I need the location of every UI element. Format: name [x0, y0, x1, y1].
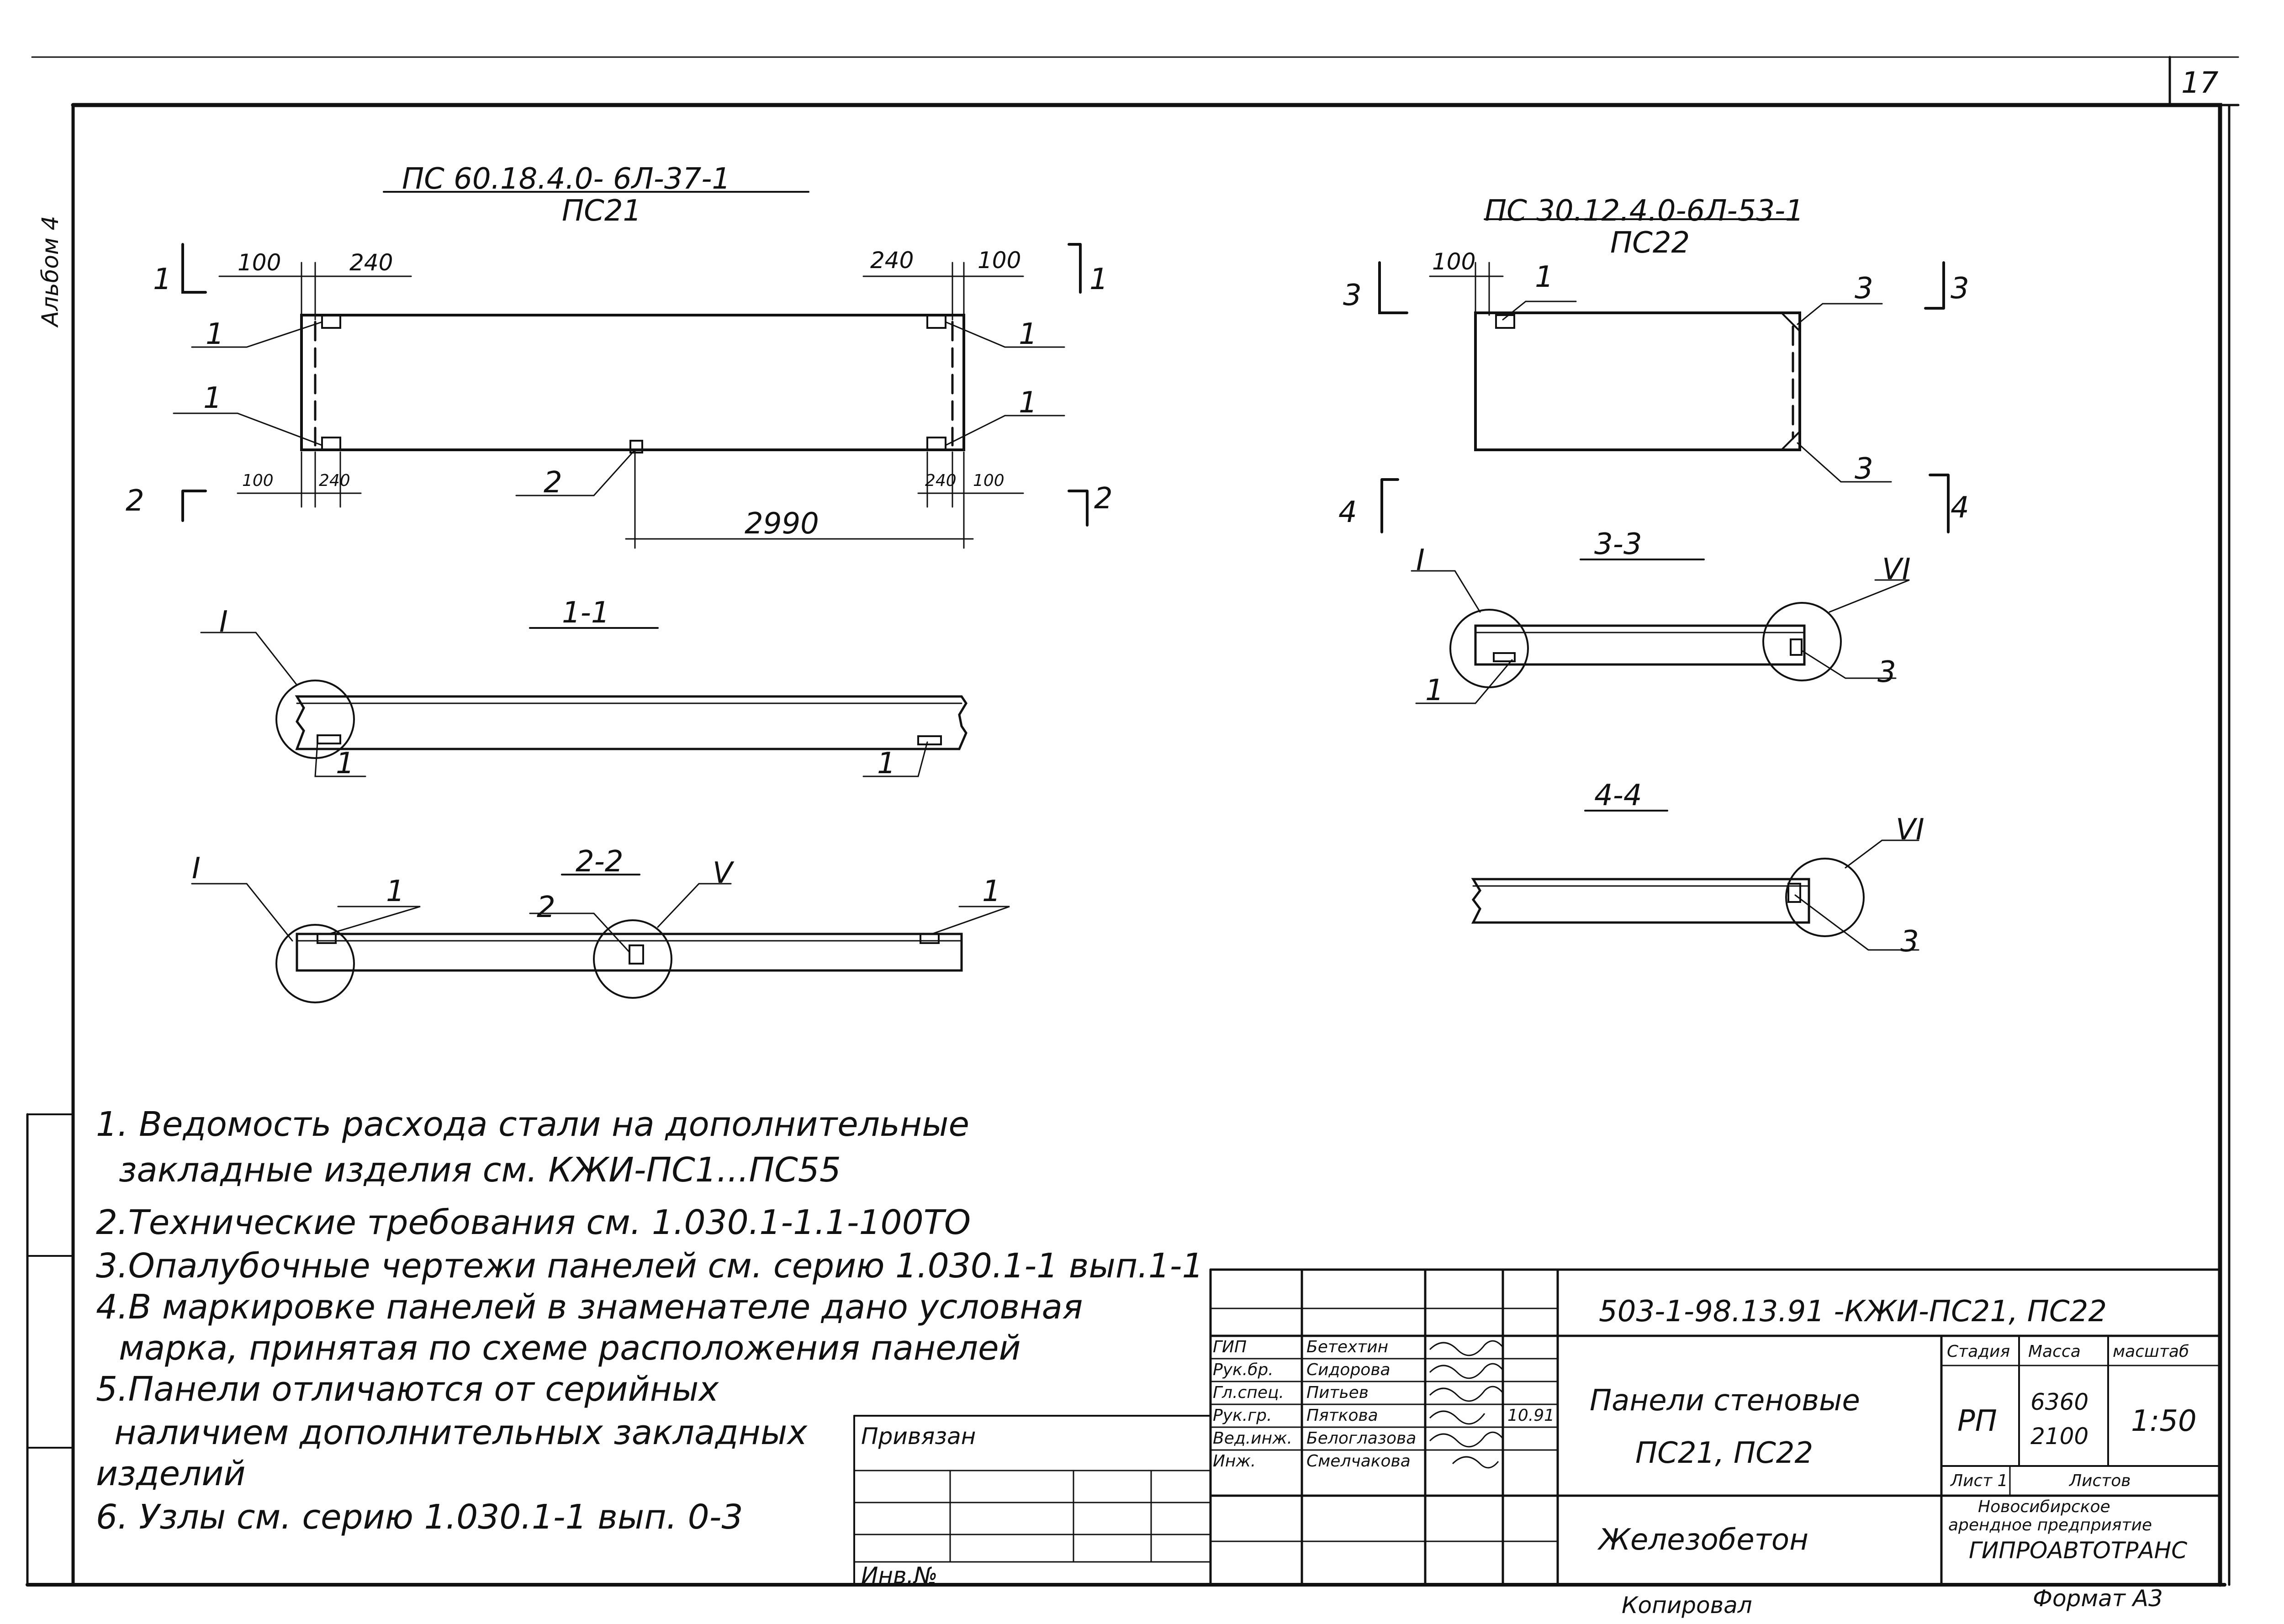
staff-date: 10.91	[1507, 1406, 1555, 1425]
ps21-dim-top-4: 100	[978, 247, 1021, 274]
ps21-dim-top-2: 240	[349, 249, 393, 276]
ps21-cut-2-right: 2	[1094, 482, 1113, 516]
drawing-title-line-2: ПС21, ПС22	[1635, 1436, 1813, 1470]
staff-role: Вед.инж.	[1213, 1429, 1292, 1448]
copied-by-label: Копировал	[1622, 1592, 1752, 1619]
section-4-4-callout-3: 3	[1900, 925, 1919, 959]
org-line-3: ГИПРОАВТОТРАНС	[1969, 1537, 2188, 1564]
section-4-4-node-6: VI	[1896, 813, 1924, 847]
staff-name: Пяткова	[1306, 1406, 1378, 1425]
ps21-dim-top-3: 240	[870, 247, 914, 274]
ps21-cut-1-right: 1	[1089, 263, 1108, 296]
org-line-1: Новосибирское	[1978, 1497, 2110, 1516]
staff-name: Белоглазова	[1306, 1429, 1417, 1448]
staff-name: Питьев	[1306, 1383, 1369, 1402]
section-2-2-title: 2-2	[576, 845, 624, 879]
mass-header: Масса	[2028, 1342, 2081, 1361]
ps22-cut-3-right: 3	[1951, 272, 1969, 306]
ps21-plan-outline	[300, 314, 965, 451]
note-line: марка, принятая по схеме расположения па…	[119, 1329, 1021, 1368]
ps21-callout-1c: 1	[1019, 317, 1037, 351]
section-2-2-callout-3: 1	[982, 875, 1001, 908]
section-2-2-callout-1: 1	[386, 875, 405, 908]
ps21-span-dim: 2990	[745, 507, 819, 541]
note-line: 6. Узлы см. серию 1.030.1-1 вып. 0-3	[96, 1497, 743, 1537]
stage-header: Стадия	[1947, 1342, 2010, 1361]
stage-value: РП	[1957, 1404, 1997, 1438]
note-line: 4.В маркировке панелей в знаменателе дан…	[96, 1287, 1083, 1327]
section-1-1-node: I	[219, 605, 228, 639]
mass-value-1: 6360	[2030, 1389, 2089, 1415]
ps22-callout-3a: 3	[1855, 272, 1873, 306]
section-3-3-callout-1: 1	[1425, 674, 1444, 707]
section-1-1-callout-a: 1	[336, 747, 354, 780]
ps21-short: ПС21	[562, 194, 642, 228]
note-line: 2.Технические требования см. 1.030.1-1.1…	[96, 1203, 971, 1242]
staff-role: Гл.спец.	[1213, 1383, 1284, 1402]
note-line: наличием дополнительных закладных	[114, 1413, 808, 1452]
mass-value-2: 2100	[2030, 1423, 2089, 1450]
ps22-cut-3-left: 3	[1343, 279, 1362, 312]
note-line: 5.Панели отличаются от серийных	[96, 1370, 719, 1409]
ps21-dim-top-1: 100	[238, 249, 281, 276]
ps21-cut-2-left: 2	[126, 484, 144, 518]
staff-role: Инж.	[1213, 1452, 1256, 1471]
ps21-callout-1d: 1	[1019, 386, 1037, 420]
ps22-plan-outline	[1474, 311, 1801, 451]
note-line: 1. Ведомость расхода стали на дополнител…	[96, 1105, 970, 1144]
staff-role: ГИП	[1213, 1338, 1247, 1356]
ps22-mark: ПС 30.12.4.0-6Л-53-1	[1485, 194, 1804, 228]
staff-name: Сидорова	[1306, 1360, 1390, 1379]
org-line-2: арендное предприятие	[1948, 1516, 2152, 1534]
staff-name: Бетехтин	[1306, 1338, 1389, 1356]
ps21-callout-2: 2	[544, 466, 562, 500]
staff-role: Рук.гр.	[1213, 1406, 1272, 1425]
staff-role: Рук.бр.	[1213, 1360, 1274, 1379]
ps21-mark: ПС 60.18.4.0- 6Л-37-1	[402, 162, 731, 196]
binding-label: Привязан	[861, 1423, 976, 1450]
ps21-callout-1b: 1	[203, 381, 222, 415]
ps22-cut-4-left: 4	[1338, 496, 1357, 529]
scale-header: масштаб	[2113, 1342, 2189, 1361]
section-3-3-callout-3: 3	[1877, 655, 1896, 689]
section-1-1-callout-b: 1	[877, 747, 896, 780]
document-code: 503-1-98.13.91 -КЖИ-ПС21, ПС22	[1599, 1295, 2107, 1329]
staff-name: Смелчакова	[1306, 1452, 1411, 1471]
ps21-dim-bot-1: 100	[242, 471, 274, 490]
section-1-1-title: 1-1	[562, 596, 610, 630]
page-number: 17	[2181, 66, 2219, 100]
ps21-dim-bot-3: 240	[925, 471, 957, 490]
material-label: Железобетон	[1599, 1523, 1808, 1557]
ps22-short: ПС22	[1610, 226, 1690, 260]
note-line: закладные изделия см. КЖИ-ПС1...ПС55	[119, 1150, 841, 1190]
scale-value: 1:50	[2131, 1404, 2197, 1438]
ps21-dim-bot-4: 100	[973, 471, 1005, 490]
ps22-callout-1: 1	[1535, 260, 1554, 294]
section-4-4-title: 4-4	[1594, 779, 1642, 812]
inv-number-label: Инв.№	[861, 1562, 938, 1589]
ps21-dim-bot-2: 240	[319, 471, 350, 490]
section-3-3-node-1: I	[1416, 543, 1425, 577]
note-line: изделий	[96, 1454, 246, 1493]
ps21-cut-1-left: 1	[153, 263, 172, 296]
ps21-callout-1a: 1	[206, 317, 224, 351]
section-2-2-node-5: V	[713, 856, 733, 890]
ps22-dim-top: 100	[1432, 248, 1476, 275]
section-2-2-callout-2: 2	[537, 891, 555, 924]
ps22-callout-3b: 3	[1855, 452, 1873, 486]
section-3-3-node-6: VI	[1882, 553, 1911, 586]
section-3-3-title: 3-3	[1594, 527, 1642, 561]
drawing-title-line-1: Панели стеновые	[1590, 1384, 1860, 1418]
note-line: 3.Опалубочные чертежи панелей см. серию …	[96, 1246, 1204, 1286]
sheets-label: Листов	[2069, 1471, 2131, 1490]
sheet-label: Лист 1	[1951, 1471, 2008, 1490]
ps22-cut-4-right: 4	[1951, 491, 1969, 525]
section-2-2-node-1: I	[192, 852, 201, 886]
format-label: Формат А3	[2033, 1585, 2163, 1612]
